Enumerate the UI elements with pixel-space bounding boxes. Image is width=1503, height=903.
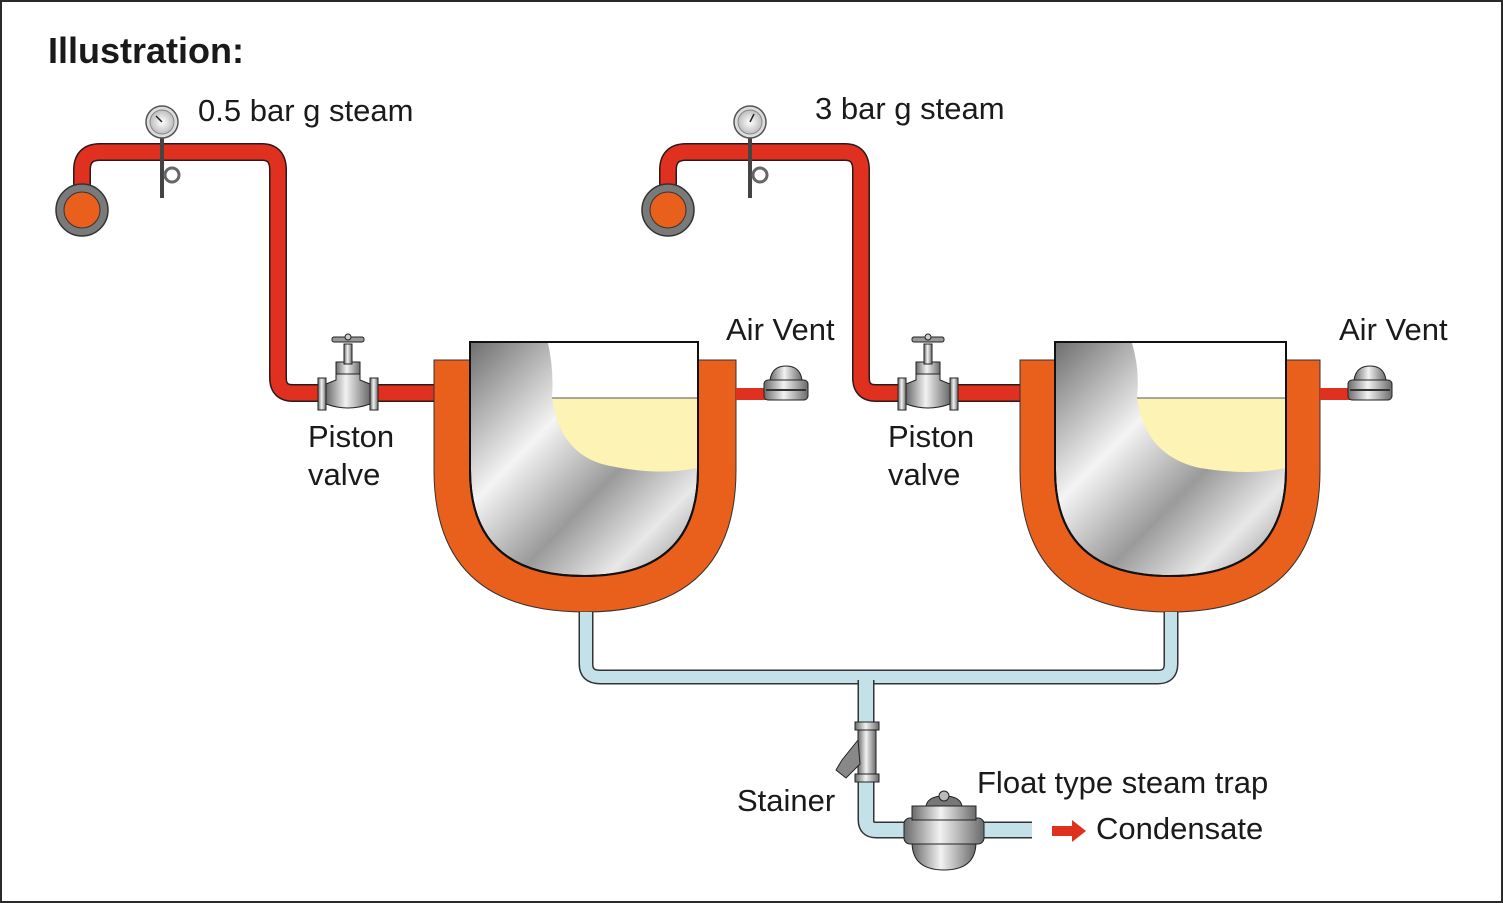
steam-pipe-right — [659, 143, 1022, 402]
steam-pipe-left — [73, 143, 440, 402]
pressure-gauge-icon — [733, 105, 769, 198]
condensate-label: Condensate — [1096, 811, 1264, 846]
air-vent-label-right: Air Vent — [1339, 312, 1448, 347]
steam-pressure-label-right: 3 bar g steam — [815, 91, 1005, 126]
piston-valve-label-right-1: Piston — [888, 419, 975, 454]
steam-header-icon — [55, 183, 109, 237]
steam-trap-label: Float type steam trap — [977, 765, 1269, 800]
air-vent-label-left: Air Vent — [726, 312, 835, 347]
air-vent-icon — [1320, 365, 1393, 401]
piston-valve-label-right-2: valve — [888, 457, 961, 492]
pressure-gauge-icon — [145, 105, 181, 198]
pan-right — [1054, 341, 1287, 578]
condensate-pipe — [578, 612, 1179, 839]
steam-header-icon — [641, 183, 695, 237]
float-trap-icon — [903, 790, 985, 871]
strainer-label: Stainer — [737, 783, 836, 818]
y-strainer-icon — [835, 721, 880, 783]
page-title: Illustration: — [48, 30, 244, 71]
globe-valve-icon — [317, 333, 379, 411]
piston-valve-label-left-2: valve — [308, 457, 381, 492]
piston-valve-label-left-1: Piston — [308, 419, 395, 454]
flow-arrow-icon — [1052, 820, 1086, 842]
pan-left — [469, 341, 699, 578]
air-vent-icon — [736, 365, 809, 401]
steam-pressure-label-left: 0.5 bar g steam — [198, 93, 414, 128]
globe-valve-icon — [897, 333, 959, 411]
